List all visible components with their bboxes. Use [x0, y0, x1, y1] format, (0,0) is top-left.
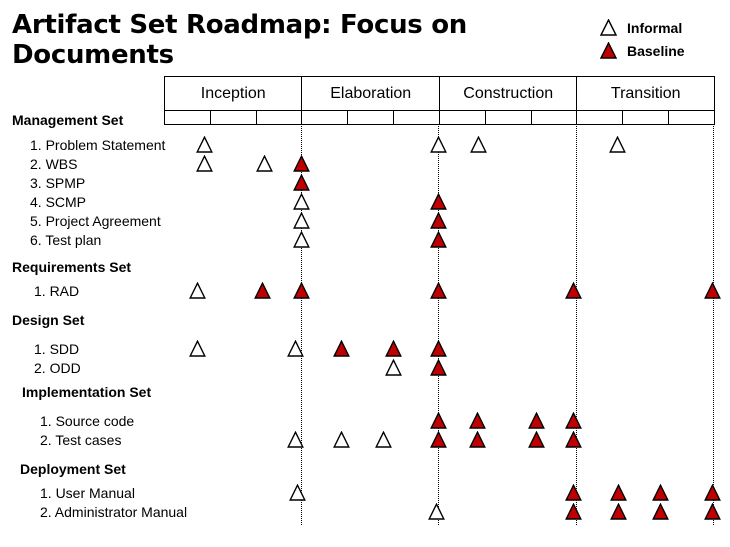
artifact-item-label: 4. SCMP	[30, 194, 87, 210]
artifact-item-label: 1. Problem Statement	[30, 137, 166, 153]
milestone-line	[438, 126, 439, 525]
baseline-marker	[703, 502, 721, 520]
baseline-marker	[651, 502, 669, 520]
triangle-outline-icon	[600, 19, 617, 36]
triangle-filled-icon	[600, 42, 617, 59]
legend-label-informal: Informal	[627, 19, 683, 36]
informal-marker	[188, 339, 206, 357]
informal-marker	[292, 230, 310, 248]
artifact-item-label: 2. Administrator Manual	[40, 504, 188, 520]
baseline-marker	[609, 502, 627, 520]
page-title: Artifact Set Roadmap: Focus on Documents	[12, 10, 468, 70]
baseline-marker	[429, 192, 447, 210]
phase-subcolumn	[484, 110, 532, 125]
baseline-marker	[527, 430, 545, 448]
phase-header-elaboration: Elaboration	[301, 76, 440, 111]
informal-marker	[195, 135, 213, 153]
artifact-set-label: Deployment Set	[20, 461, 126, 477]
informal-marker	[429, 135, 447, 153]
artifact-item-label: 1. SDD	[34, 341, 80, 357]
informal-marker	[188, 281, 206, 299]
informal-marker	[384, 358, 402, 376]
phase-subcolumn	[347, 110, 395, 125]
phase-subcolumn	[530, 110, 578, 125]
artifact-item-label: 2. Test cases	[40, 432, 122, 448]
phase-header-transition: Transition	[576, 76, 715, 111]
informal-marker	[374, 430, 392, 448]
informal-marker	[292, 192, 310, 210]
milestone-line	[301, 126, 302, 525]
informal-marker	[427, 502, 445, 520]
phase-subcolumn	[668, 110, 715, 125]
informal-marker	[292, 211, 310, 229]
baseline-marker	[527, 411, 545, 429]
artifact-set-label: Management Set	[12, 112, 124, 128]
baseline-marker	[609, 483, 627, 501]
baseline-marker	[468, 411, 486, 429]
informal-marker	[288, 483, 306, 501]
baseline-marker	[564, 281, 582, 299]
artifact-set-label: Design Set	[12, 312, 85, 328]
baseline-marker	[429, 230, 447, 248]
milestone-line	[713, 126, 714, 525]
legend-item-informal: Informal	[600, 16, 725, 39]
baseline-marker	[564, 502, 582, 520]
phase-subcolumn	[576, 110, 624, 125]
baseline-marker	[564, 411, 582, 429]
baseline-marker	[429, 430, 447, 448]
phase-subcolumn	[301, 110, 349, 125]
baseline-marker	[651, 483, 669, 501]
informal-marker	[286, 339, 304, 357]
baseline-marker	[253, 281, 271, 299]
artifact-item-label: 2. ODD	[34, 360, 81, 376]
baseline-marker	[703, 483, 721, 501]
phase-subcolumn	[622, 110, 670, 125]
informal-marker	[608, 135, 626, 153]
informal-marker	[469, 135, 487, 153]
legend-item-baseline: Baseline	[600, 39, 725, 62]
legend: Informal Baseline	[600, 16, 725, 62]
artifact-set-label: Requirements Set	[12, 259, 132, 275]
baseline-marker	[292, 281, 310, 299]
baseline-marker	[564, 483, 582, 501]
informal-marker	[195, 154, 213, 172]
baseline-marker	[468, 430, 486, 448]
baseline-marker	[292, 173, 310, 191]
baseline-marker	[703, 281, 721, 299]
baseline-marker	[564, 430, 582, 448]
phase-subcolumn	[438, 110, 486, 125]
legend-label-baseline: Baseline	[627, 42, 685, 59]
baseline-marker	[384, 339, 402, 357]
phase-subcolumn	[209, 110, 257, 125]
artifact-item-label: 5. Project Agreement	[30, 213, 161, 229]
baseline-marker	[429, 211, 447, 229]
artifact-item-label: 6. Test plan	[30, 232, 102, 248]
artifact-item-label: 1. User Manual	[40, 485, 135, 501]
phase-header-inception: Inception	[163, 76, 303, 111]
artifact-item-label: 1. RAD	[34, 283, 80, 299]
milestone-line	[576, 126, 577, 525]
phase-subcolumn	[393, 110, 440, 125]
informal-marker	[286, 430, 304, 448]
artifact-item-label: 2. WBS	[30, 156, 78, 172]
artifact-set-label: Implementation Set	[22, 384, 152, 400]
baseline-marker	[429, 281, 447, 299]
informal-marker	[332, 430, 350, 448]
artifact-item-label: 3. SPMP	[30, 175, 86, 191]
baseline-marker	[429, 339, 447, 357]
baseline-marker	[429, 358, 447, 376]
artifact-item-label: 1. Source code	[40, 413, 135, 429]
baseline-marker	[292, 154, 310, 172]
phase-subcolumn-row	[164, 110, 715, 125]
baseline-marker	[332, 339, 350, 357]
phase-subcolumn	[164, 110, 211, 125]
baseline-marker	[429, 411, 447, 429]
informal-marker	[255, 154, 273, 172]
phase-header-construction: Construction	[438, 76, 578, 111]
phase-subcolumn	[255, 110, 303, 125]
